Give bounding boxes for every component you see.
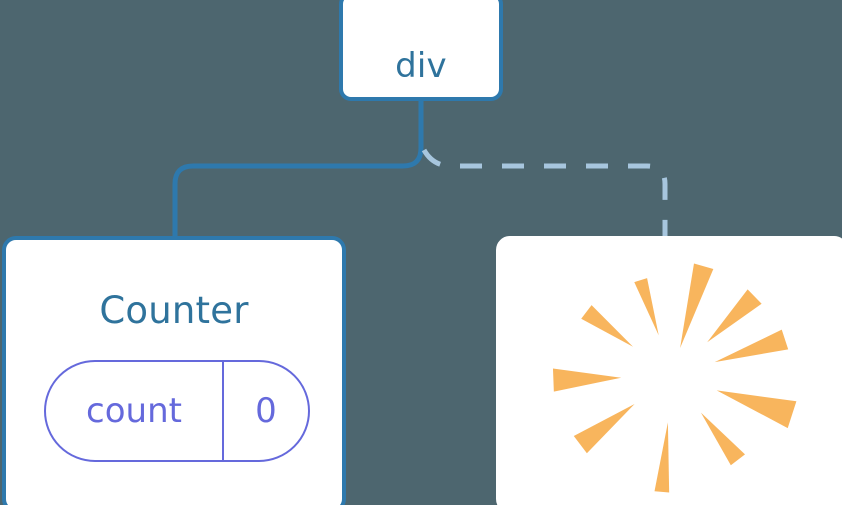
prop-divider [222, 362, 224, 460]
starburst-icon [552, 263, 797, 493]
burst-ray-9 [714, 329, 789, 363]
node-render-highlight[interactable] [496, 236, 842, 505]
burst-ray-6 [654, 422, 670, 493]
prop-key: count [86, 391, 182, 431]
burst-ray-10 [707, 289, 762, 343]
burst-ray-5 [573, 404, 635, 454]
node-div[interactable]: div [339, 0, 503, 101]
node-counter[interactable]: Counter count 0 [2, 236, 346, 505]
edge-div-to-highlight [421, 148, 668, 238]
edge-div-to-counter [172, 98, 424, 241]
prop-value: 0 [255, 391, 277, 431]
burst-ray-2 [634, 278, 659, 336]
burst-ray-8 [716, 390, 797, 429]
burst-ray-7 [700, 412, 746, 466]
burst-ray-1 [680, 263, 714, 348]
prop-pill-count[interactable]: count 0 [44, 360, 310, 462]
node-div-label: div [395, 46, 447, 86]
burst-ray-3 [581, 305, 634, 347]
node-counter-label: Counter [99, 289, 249, 332]
burst-ray-4 [552, 368, 622, 392]
